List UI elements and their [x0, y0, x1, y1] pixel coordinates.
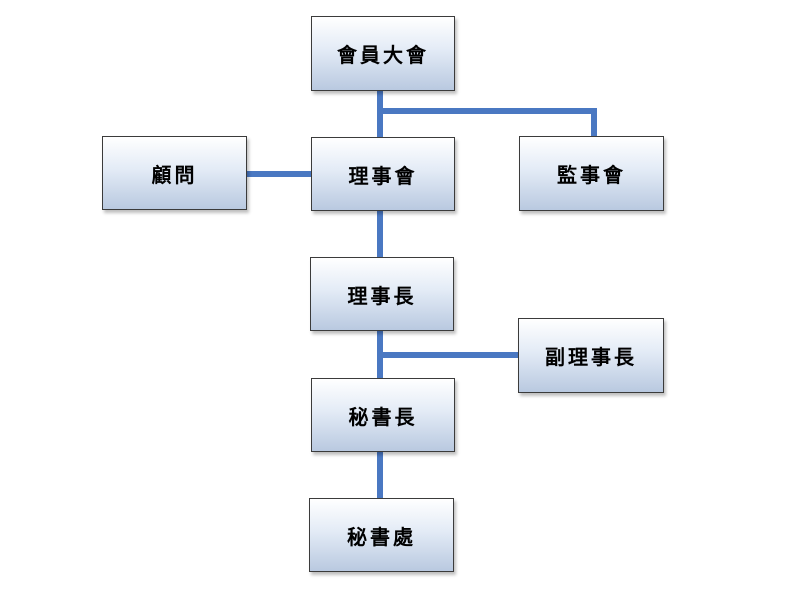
node-board-of-supervisors: 監事會 — [519, 136, 664, 211]
node-label: 副理事長 — [545, 345, 637, 369]
node-label: 理事長 — [347, 283, 417, 308]
node-board-of-directors: 理事會 — [311, 137, 455, 211]
node-label: 監事會 — [557, 163, 626, 187]
node-label: 理事會 — [348, 163, 418, 188]
node-advisors: 顧問 — [102, 136, 247, 210]
node-vice-chairman: 副理事長 — [518, 318, 664, 393]
node-secretariat: 秘書處 — [309, 498, 454, 572]
node-label: 秘書長 — [348, 404, 418, 429]
node-label: 會員大會 — [337, 43, 429, 67]
node-secretary-general: 秘書長 — [311, 378, 455, 452]
connector-assembly-to-supervisors — [380, 108, 597, 136]
node-general-assembly: 會員大會 — [311, 16, 455, 91]
node-label: 秘書處 — [347, 524, 416, 549]
node-chairman: 理事長 — [310, 257, 454, 331]
node-label: 顧問 — [151, 162, 198, 187]
